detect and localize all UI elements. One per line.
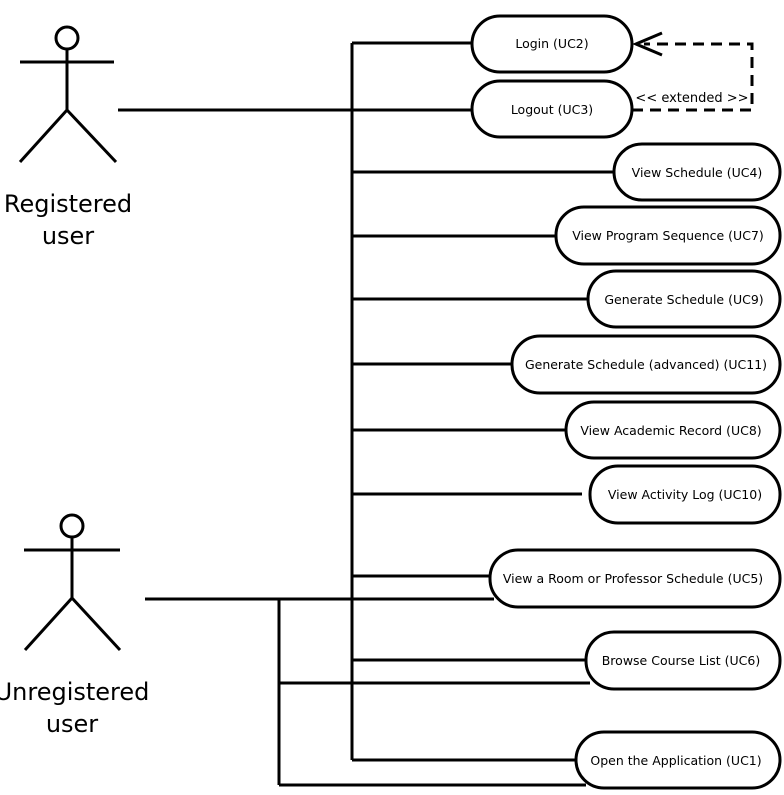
extend-relation: << extended >> — [632, 31, 754, 112]
actor-head — [59, 513, 85, 539]
use-case-open-application: Open the Application (UC1) — [574, 730, 782, 790]
actor-right-leg — [65, 108, 118, 164]
use-case-label: Generate Schedule (advanced) (UC11) — [525, 357, 767, 372]
use-case-view-room-professor-schedule: View a Room or Professor Schedule (UC5) — [488, 548, 782, 609]
use-case-oval — [574, 730, 782, 790]
use-case-view-activity-log: View Activity Log (UC10) — [588, 464, 782, 525]
use-case-browse-course-list: Browse Course List (UC6) — [584, 630, 782, 691]
extend-arrowhead-icon — [632, 31, 663, 57]
actor-unregistered-user: Unregistered user — [0, 513, 149, 738]
use-case-oval — [584, 630, 782, 691]
use-case-login: Login (UC2) — [470, 14, 634, 74]
actor-label-line1: Unregistered — [0, 678, 149, 706]
actor-registered-user: Registered user — [4, 25, 132, 250]
use-case-label: Open the Application (UC1) — [590, 753, 761, 768]
actor-left-leg — [18, 108, 69, 164]
actor-label-line2: user — [42, 222, 94, 250]
use-case-label: View Program Sequence (UC7) — [572, 228, 764, 243]
extend-label-bg — [634, 88, 748, 106]
use-case-generate-schedule: Generate Schedule (UC9) — [586, 269, 782, 329]
use-case-label: Browse Course List (UC6) — [602, 653, 761, 668]
use-case-label: Generate Schedule (UC9) — [604, 292, 763, 307]
use-case-oval — [510, 334, 782, 395]
use-case-oval — [470, 14, 634, 74]
extend-dashed-line — [632, 42, 754, 112]
use-case-label: View a Room or Professor Schedule (UC5) — [503, 571, 763, 586]
use-case-oval — [488, 548, 782, 609]
use-case-oval — [470, 79, 634, 139]
use-case-oval — [554, 205, 782, 266]
use-case-oval — [612, 142, 782, 202]
use-case-label: Logout (UC3) — [511, 102, 593, 117]
use-case-logout: Logout (UC3) — [470, 79, 634, 139]
unregistered-associations — [145, 597, 590, 787]
extend-label: << extended >> — [635, 91, 748, 106]
use-case-label: View Schedule (UC4) — [632, 165, 763, 180]
use-case-generate-schedule-advanced: Generate Schedule (advanced) (UC11) — [510, 334, 782, 395]
use-case-view-academic-record: View Academic Record (UC8) — [564, 400, 782, 460]
use-case-label: View Academic Record (UC8) — [580, 423, 761, 438]
registered-associations — [118, 41, 614, 762]
use-case-view-schedule: View Schedule (UC4) — [612, 142, 782, 202]
use-case-label: View Activity Log (UC10) — [608, 487, 762, 502]
actor-label-line1: Registered — [4, 190, 132, 218]
use-case-oval — [588, 464, 782, 525]
actor-head — [54, 25, 80, 51]
actor-label-line2: user — [46, 710, 98, 738]
actor-left-leg — [23, 596, 74, 652]
use-case-view-program-sequence: View Program Sequence (UC7) — [554, 205, 782, 266]
use-case-oval — [586, 269, 782, 329]
use-case-label: Login (UC2) — [515, 36, 588, 51]
actor-right-leg — [70, 596, 122, 652]
use-case-oval — [564, 400, 782, 460]
